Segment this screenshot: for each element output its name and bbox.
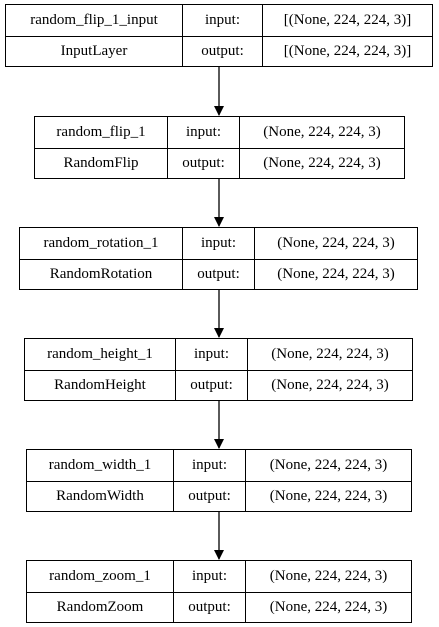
layer-row-type: RandomFlip output: (None, 224, 224, 3) bbox=[35, 147, 404, 178]
output-shape: [(None, 224, 224, 3)] bbox=[262, 36, 432, 66]
output-label: output: bbox=[182, 36, 262, 66]
output-shape: (None, 224, 224, 3) bbox=[245, 481, 411, 511]
layer-type: RandomZoom bbox=[56, 598, 144, 615]
layer-row-type: RandomRotation output: (None, 224, 224, … bbox=[20, 258, 417, 289]
layer-type: RandomHeight bbox=[54, 376, 146, 393]
layer-row-name: random_zoom_1 input: (None, 224, 224, 3) bbox=[27, 561, 411, 592]
layer-row-name: random_rotation_1 input: (None, 224, 224… bbox=[20, 228, 417, 259]
output-shape: (None, 224, 224, 3) bbox=[254, 259, 417, 289]
input-shape: [(None, 224, 224, 3)] bbox=[262, 5, 432, 36]
output-label: output: bbox=[173, 592, 245, 622]
layer-row-name: random_width_1 input: (None, 224, 224, 3… bbox=[27, 450, 411, 481]
layer-node-random-width: random_width_1 input: (None, 224, 224, 3… bbox=[26, 449, 412, 512]
input-shape: (None, 224, 224, 3) bbox=[245, 450, 411, 481]
layer-name: random_rotation_1 bbox=[43, 234, 159, 251]
layer-name: random_flip_1 bbox=[56, 123, 146, 140]
input-label: input: bbox=[173, 450, 245, 481]
layer-row-name: random_height_1 input: (None, 224, 224, … bbox=[25, 339, 412, 370]
layer-type: RandomWidth bbox=[56, 487, 144, 504]
layer-name: random_width_1 bbox=[48, 456, 152, 473]
layer-row-type: InputLayer output: [(None, 224, 224, 3)] bbox=[6, 35, 432, 66]
layer-row-name: random_flip_1_input input: [(None, 224, … bbox=[6, 5, 432, 36]
input-shape: (None, 224, 224, 3) bbox=[239, 117, 404, 148]
layer-row-type: RandomHeight output: (None, 224, 224, 3) bbox=[25, 369, 412, 400]
output-label: output: bbox=[182, 259, 254, 289]
output-label: output: bbox=[175, 370, 247, 400]
input-shape: (None, 224, 224, 3) bbox=[247, 339, 412, 370]
layer-name: random_zoom_1 bbox=[49, 567, 151, 584]
layer-type: RandomFlip bbox=[63, 154, 139, 171]
input-label: input: bbox=[167, 117, 239, 148]
layer-row-name: random_flip_1 input: (None, 224, 224, 3) bbox=[35, 117, 404, 148]
layer-node-random-zoom: random_zoom_1 input: (None, 224, 224, 3)… bbox=[26, 560, 412, 623]
output-label: output: bbox=[173, 481, 245, 511]
input-label: input: bbox=[173, 561, 245, 592]
layer-node-random-rotation: random_rotation_1 input: (None, 224, 224… bbox=[19, 227, 418, 290]
input-shape: (None, 224, 224, 3) bbox=[254, 228, 417, 259]
output-shape: (None, 224, 224, 3) bbox=[247, 370, 412, 400]
layer-type: InputLayer bbox=[60, 42, 128, 59]
input-label: input: bbox=[175, 339, 247, 370]
output-shape: (None, 224, 224, 3) bbox=[239, 148, 404, 178]
layer-node-random-flip: random_flip_1 input: (None, 224, 224, 3)… bbox=[34, 116, 405, 179]
layer-name: random_flip_1_input bbox=[30, 11, 158, 28]
layer-type: RandomRotation bbox=[49, 265, 153, 282]
output-shape: (None, 224, 224, 3) bbox=[245, 592, 411, 622]
layer-name: random_height_1 bbox=[47, 345, 153, 362]
input-label: input: bbox=[182, 228, 254, 259]
layer-node-random-height: random_height_1 input: (None, 224, 224, … bbox=[24, 338, 413, 401]
layer-node-input: random_flip_1_input input: [(None, 224, … bbox=[5, 4, 433, 67]
output-label: output: bbox=[167, 148, 239, 178]
input-label: input: bbox=[182, 5, 262, 36]
layer-row-type: RandomZoom output: (None, 224, 224, 3) bbox=[27, 591, 411, 622]
input-shape: (None, 224, 224, 3) bbox=[245, 561, 411, 592]
layer-row-type: RandomWidth output: (None, 224, 224, 3) bbox=[27, 480, 411, 511]
